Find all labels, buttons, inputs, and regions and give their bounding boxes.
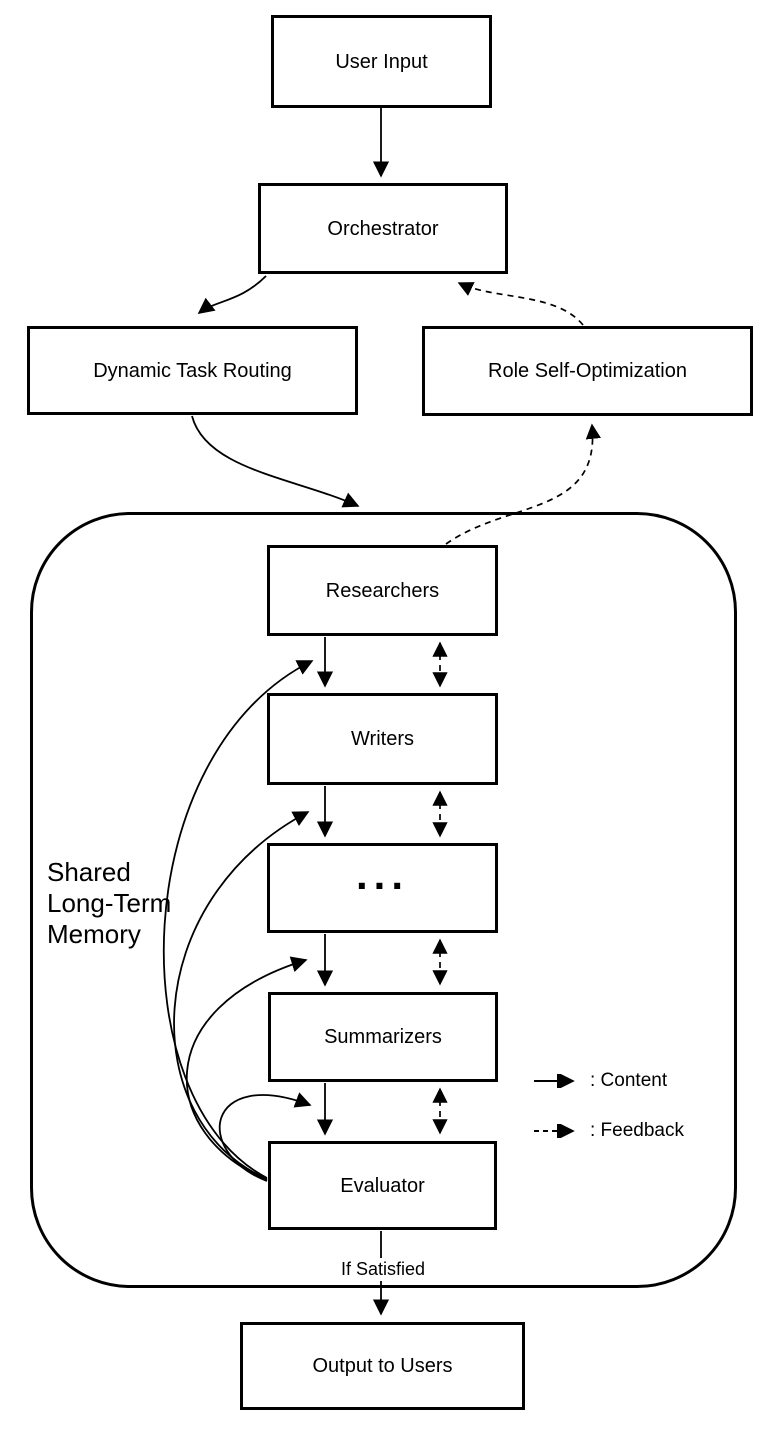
edge-routing-to-container bbox=[191, 415, 360, 508]
legend-feedback-row: : Feedback bbox=[533, 1120, 684, 1142]
node-orchestrator: Orchestrator bbox=[258, 183, 508, 274]
node-ellipsis: ... bbox=[267, 843, 498, 933]
if-satisfied-label: If Satisfied bbox=[325, 1258, 441, 1281]
node-ellipsis-label: ... bbox=[355, 851, 409, 898]
legend-dashed-arrow-icon bbox=[534, 1124, 575, 1138]
edge-selfopt-to-orchestrator-feedback bbox=[457, 282, 584, 326]
legend-solid-arrow-icon bbox=[534, 1074, 575, 1088]
node-researchers: Researchers bbox=[267, 545, 498, 636]
node-output-to-users-label: Output to Users bbox=[312, 1355, 453, 1377]
edge-orchestrator-to-routing bbox=[197, 275, 267, 314]
edge-evaluator-arc-to-summarizers-junction bbox=[185, 956, 308, 1181]
edge-evaluator-arc-to-ellipsis-junction bbox=[173, 811, 310, 1180]
node-output-to-users: Output to Users bbox=[240, 1322, 525, 1410]
node-summarizers: Summarizers bbox=[268, 992, 498, 1082]
node-evaluator: Evaluator bbox=[268, 1141, 497, 1230]
legend-content-row: : Content bbox=[533, 1070, 667, 1092]
legend-content-label: : Content bbox=[590, 1070, 668, 1091]
node-summarizers-label: Summarizers bbox=[324, 1026, 442, 1048]
edge-evaluator-arc-to-evaluator-junction bbox=[218, 1092, 312, 1182]
node-role-self-optimization: Role Self-Optimization bbox=[422, 326, 753, 416]
node-writers: Writers bbox=[267, 693, 498, 785]
edge-evaluator-arc-to-writers-junction bbox=[162, 660, 314, 1179]
node-user-input: User Input bbox=[271, 15, 492, 108]
node-user-input-label: User Input bbox=[335, 50, 428, 73]
node-researchers-label: Researchers bbox=[325, 579, 440, 602]
node-evaluator-label: Evaluator bbox=[340, 1174, 425, 1197]
legend-feedback-label: : Feedback bbox=[590, 1120, 684, 1141]
shared-memory-label: Shared Long-Term Memory bbox=[47, 857, 172, 950]
node-writers-label: Writers bbox=[351, 728, 414, 750]
node-dynamic-task-routing: Dynamic Task Routing bbox=[27, 326, 358, 415]
shared-memory-container bbox=[30, 512, 737, 1288]
node-dynamic-task-routing-label: Dynamic Task Routing bbox=[93, 359, 292, 382]
node-orchestrator-label: Orchestrator bbox=[327, 217, 439, 240]
node-role-self-optimization-label: Role Self-Optimization bbox=[488, 360, 687, 382]
edge-researchers-to-selfopt-feedback bbox=[445, 423, 601, 545]
